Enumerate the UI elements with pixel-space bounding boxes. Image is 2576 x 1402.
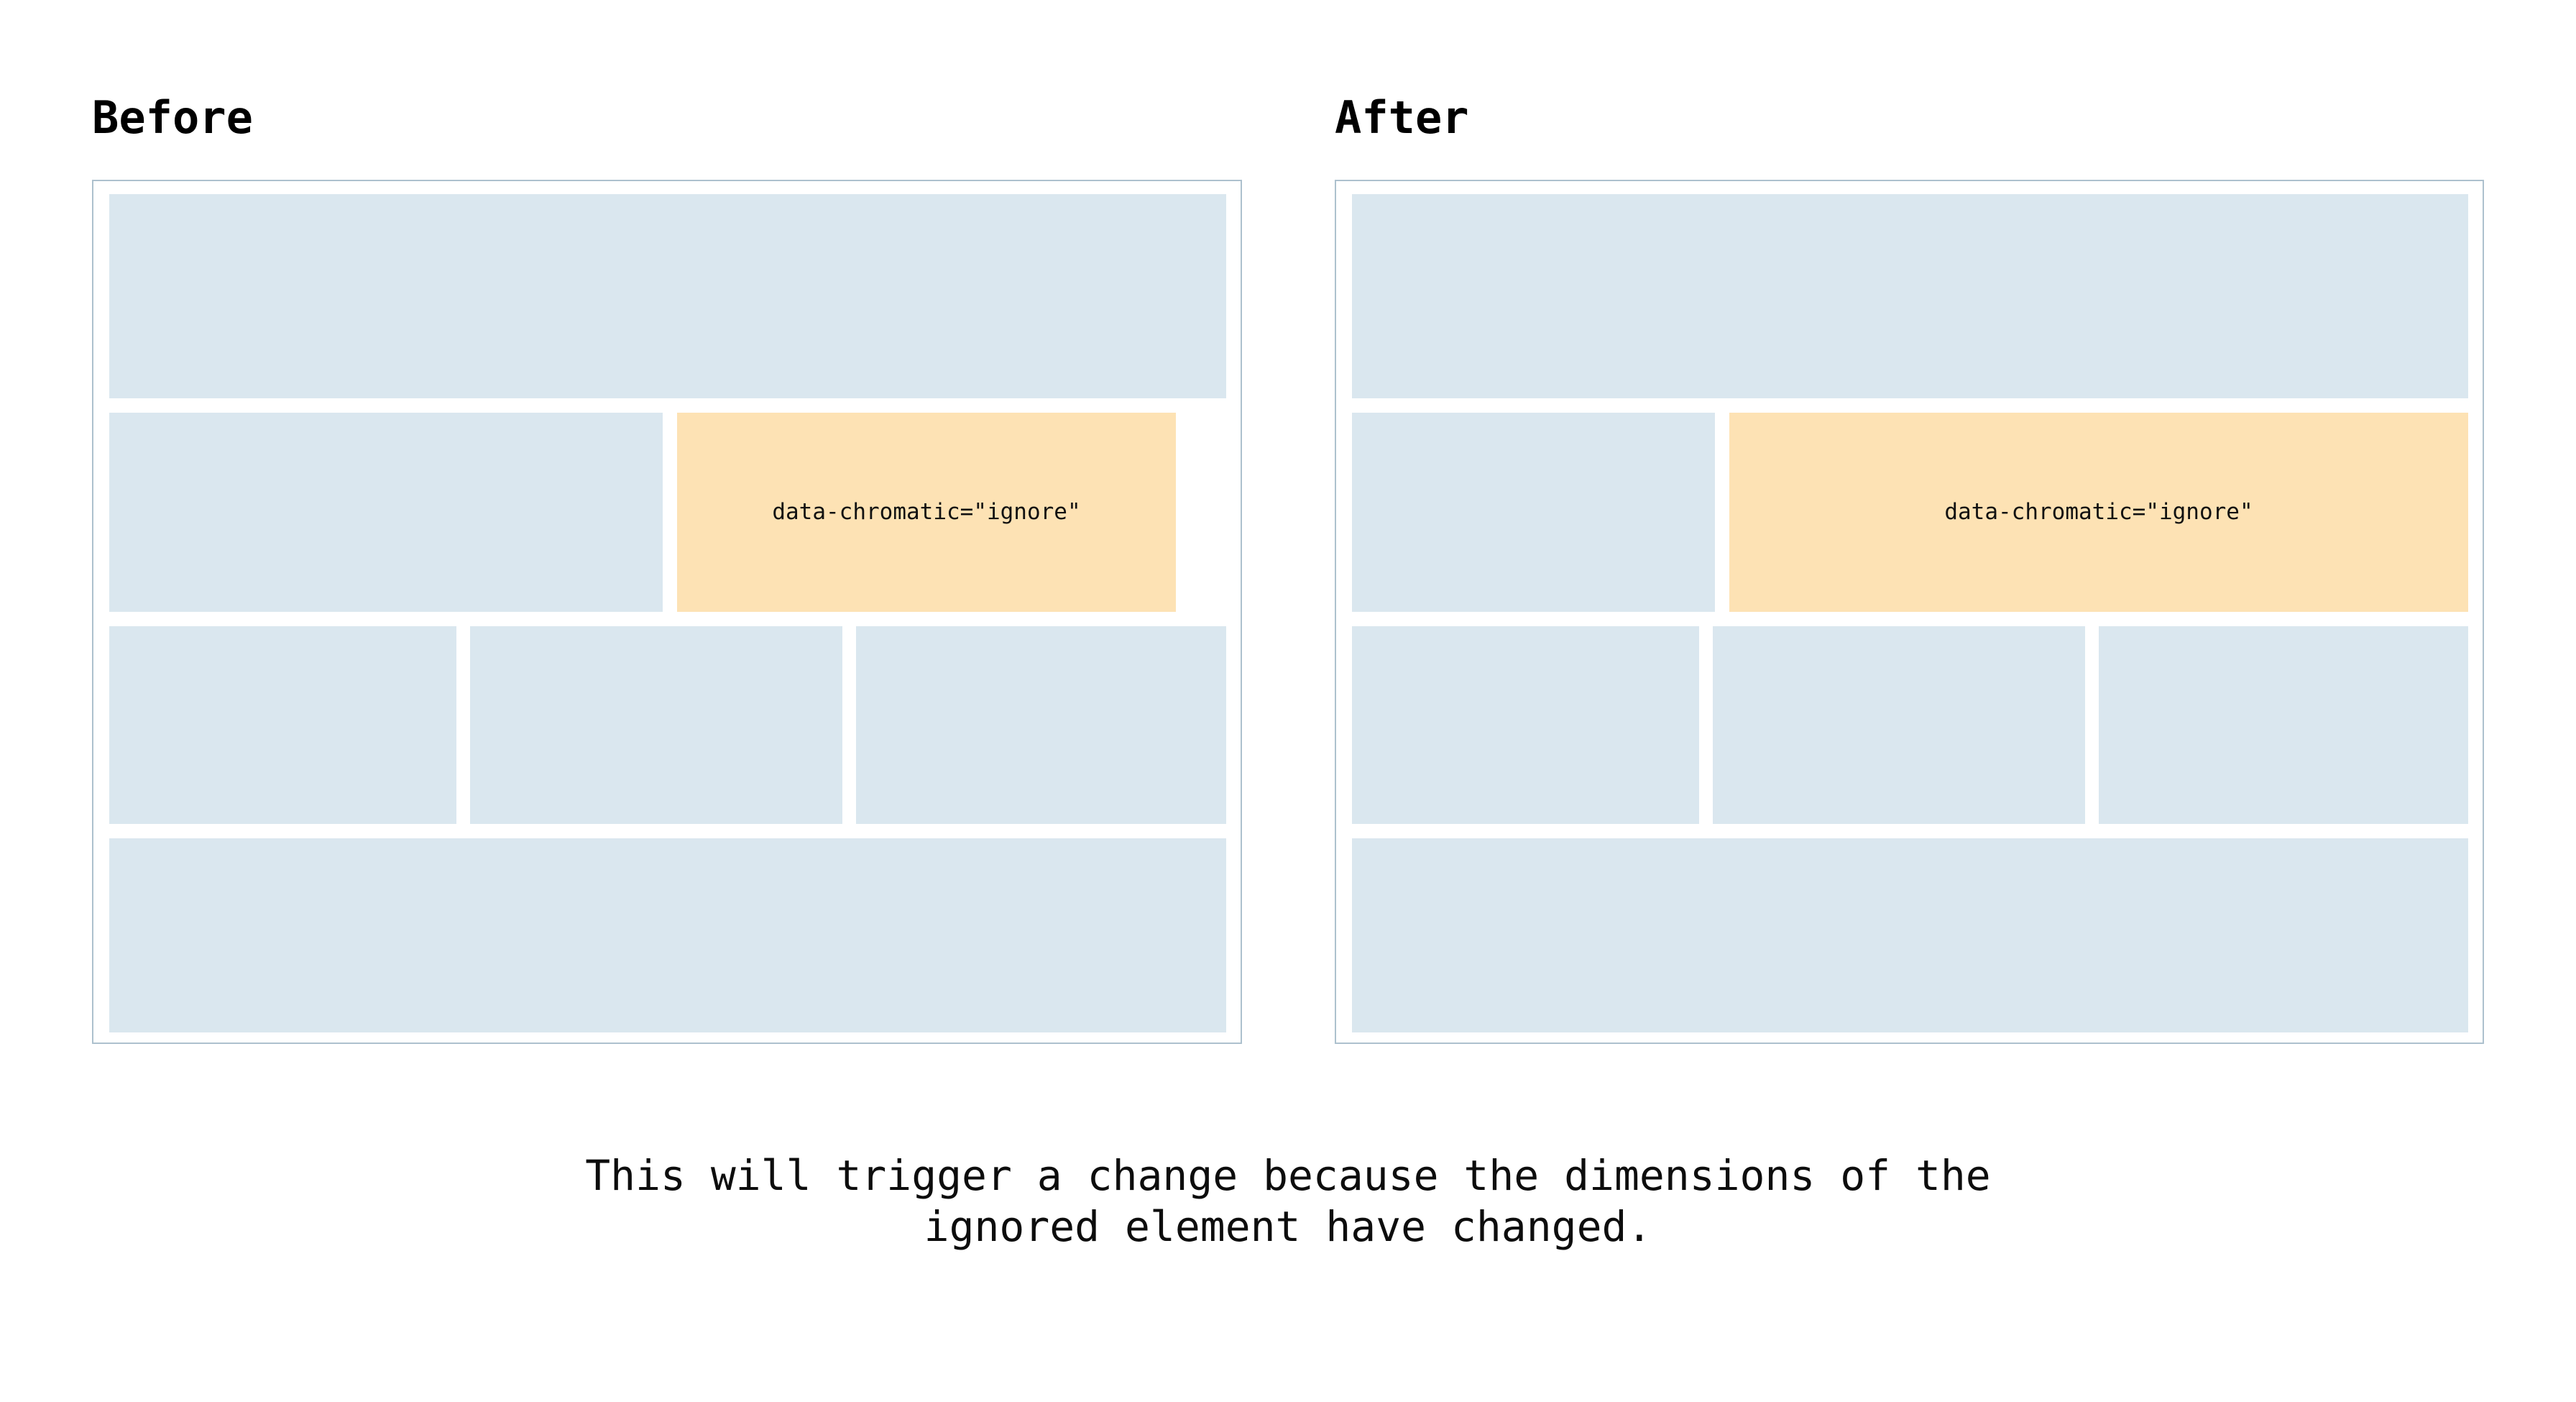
panel-after: data-chromatic="ignore" [1335, 180, 2484, 1044]
skeleton-row [109, 626, 1226, 824]
panel-title-before: Before [92, 91, 253, 144]
skeleton-block [109, 626, 456, 824]
skeleton-row [1352, 838, 2468, 1032]
skeleton-block [470, 626, 842, 824]
ignored-element-label: data-chromatic="ignore" [1944, 499, 2253, 525]
ignored-element-label: data-chromatic="ignore" [772, 499, 1081, 525]
caption-line-2: ignored element have changed. [924, 1201, 1652, 1251]
skeleton-row [109, 838, 1226, 1032]
ignored-element-block: data-chromatic="ignore" [677, 413, 1176, 612]
panel-after-content: data-chromatic="ignore" [1352, 194, 2468, 1032]
skeleton-block [1352, 838, 2468, 1032]
skeleton-block [1352, 626, 1699, 824]
caption-text: This will trigger a change because the d… [0, 1150, 2576, 1252]
skeleton-block [109, 838, 1226, 1032]
skeleton-row: data-chromatic="ignore" [1352, 413, 2468, 612]
skeleton-row: data-chromatic="ignore" [109, 413, 1225, 612]
skeleton-row [1352, 194, 2468, 398]
skeleton-block [109, 194, 1226, 398]
caption-line-1: This will trigger a change because the d… [585, 1151, 1991, 1200]
skeleton-row [109, 194, 1226, 398]
skeleton-block [856, 626, 1226, 824]
ignored-element-block: data-chromatic="ignore" [1729, 413, 2468, 612]
panel-title-after: After [1335, 91, 1469, 144]
skeleton-block [109, 413, 663, 612]
skeleton-row [1352, 626, 2468, 824]
skeleton-block [2099, 626, 2468, 824]
skeleton-block [1352, 194, 2468, 398]
panel-before: data-chromatic="ignore" [92, 180, 1242, 1044]
panel-before-content: data-chromatic="ignore" [109, 194, 1226, 1032]
skeleton-block [1352, 413, 1715, 612]
skeleton-block [1713, 626, 2085, 824]
